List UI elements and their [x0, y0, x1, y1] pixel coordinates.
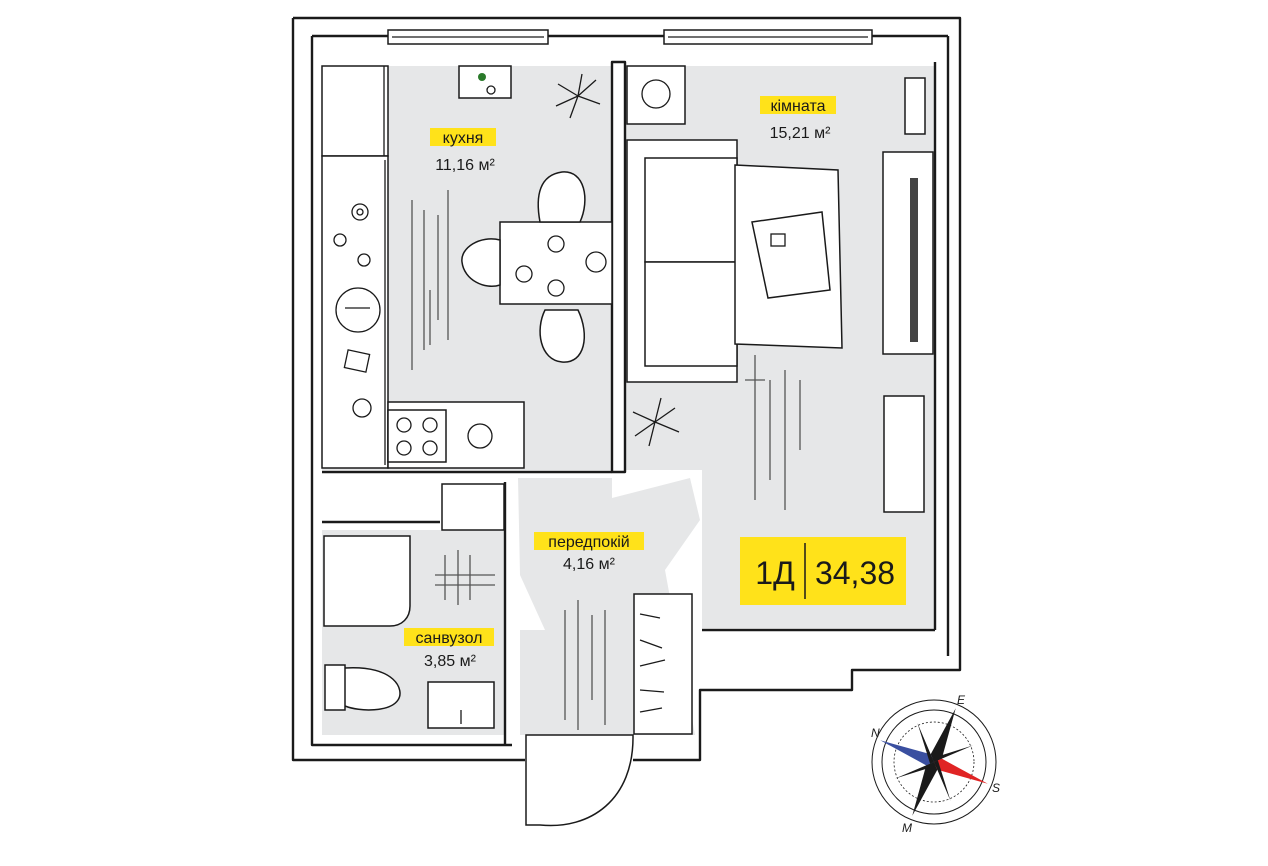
- compass-west: M: [902, 821, 912, 835]
- bathroom-area: 3,85 м²: [424, 653, 477, 670]
- kitchen-shelf: [458, 65, 512, 99]
- kitchen-label: кухня 11,16 м²: [430, 128, 496, 174]
- hall-name: передпокій: [548, 534, 629, 551]
- compass-rose: N E S M: [871, 693, 1000, 835]
- walls: [291, 16, 962, 762]
- plant-shelf: [883, 395, 925, 513]
- bathroom-furniture: [323, 483, 505, 729]
- kitchen-plant: [555, 73, 601, 119]
- hall-label: передпокій 4,16 м²: [534, 532, 644, 573]
- compass-east: E: [957, 693, 966, 707]
- chair-left: [461, 238, 501, 287]
- bathroom-name: санвузол: [416, 630, 483, 647]
- dining-table: [499, 221, 613, 305]
- wardrobe: [633, 593, 693, 735]
- hall-furniture: [525, 593, 693, 827]
- apartment-type: 1Д: [755, 555, 795, 591]
- living-name: кімната: [771, 98, 826, 115]
- sink: [335, 287, 381, 333]
- bathroom-label: санвузол 3,85 м²: [404, 628, 494, 670]
- kitchen-area: 11,16 м²: [435, 157, 495, 174]
- hall-area: 4,16 м²: [563, 556, 616, 573]
- toilet: [324, 664, 401, 711]
- living-label: кімната 15,21 м²: [760, 96, 836, 142]
- compass-south: S: [992, 781, 1000, 795]
- entry-door: [525, 734, 634, 827]
- kitchen-cabinet: [321, 65, 389, 157]
- tv-stand: [882, 151, 934, 355]
- living-furniture: [626, 65, 934, 513]
- cutting-board: [343, 349, 371, 373]
- living-area: 15,21 м²: [770, 125, 831, 142]
- compass-north: N: [871, 726, 880, 740]
- chair-bottom: [539, 309, 586, 363]
- compass-south-needle: [934, 758, 988, 784]
- chair-top: [537, 171, 586, 223]
- apartment-badge: 1Д 34,38: [740, 537, 906, 605]
- armchair-plant: [626, 65, 686, 125]
- compass-north-needle: [880, 740, 934, 766]
- cooktop: [387, 409, 447, 463]
- living-plant: [632, 397, 680, 447]
- radiator: [904, 77, 926, 135]
- kitchen-furniture: [321, 65, 613, 469]
- tv: [910, 178, 918, 342]
- apartment-total-area: 34,38: [815, 555, 895, 591]
- kitchen-name: кухня: [443, 130, 484, 147]
- washing-machine: [441, 483, 505, 531]
- kitchen-counter-left: [321, 155, 389, 469]
- shower: [323, 535, 411, 627]
